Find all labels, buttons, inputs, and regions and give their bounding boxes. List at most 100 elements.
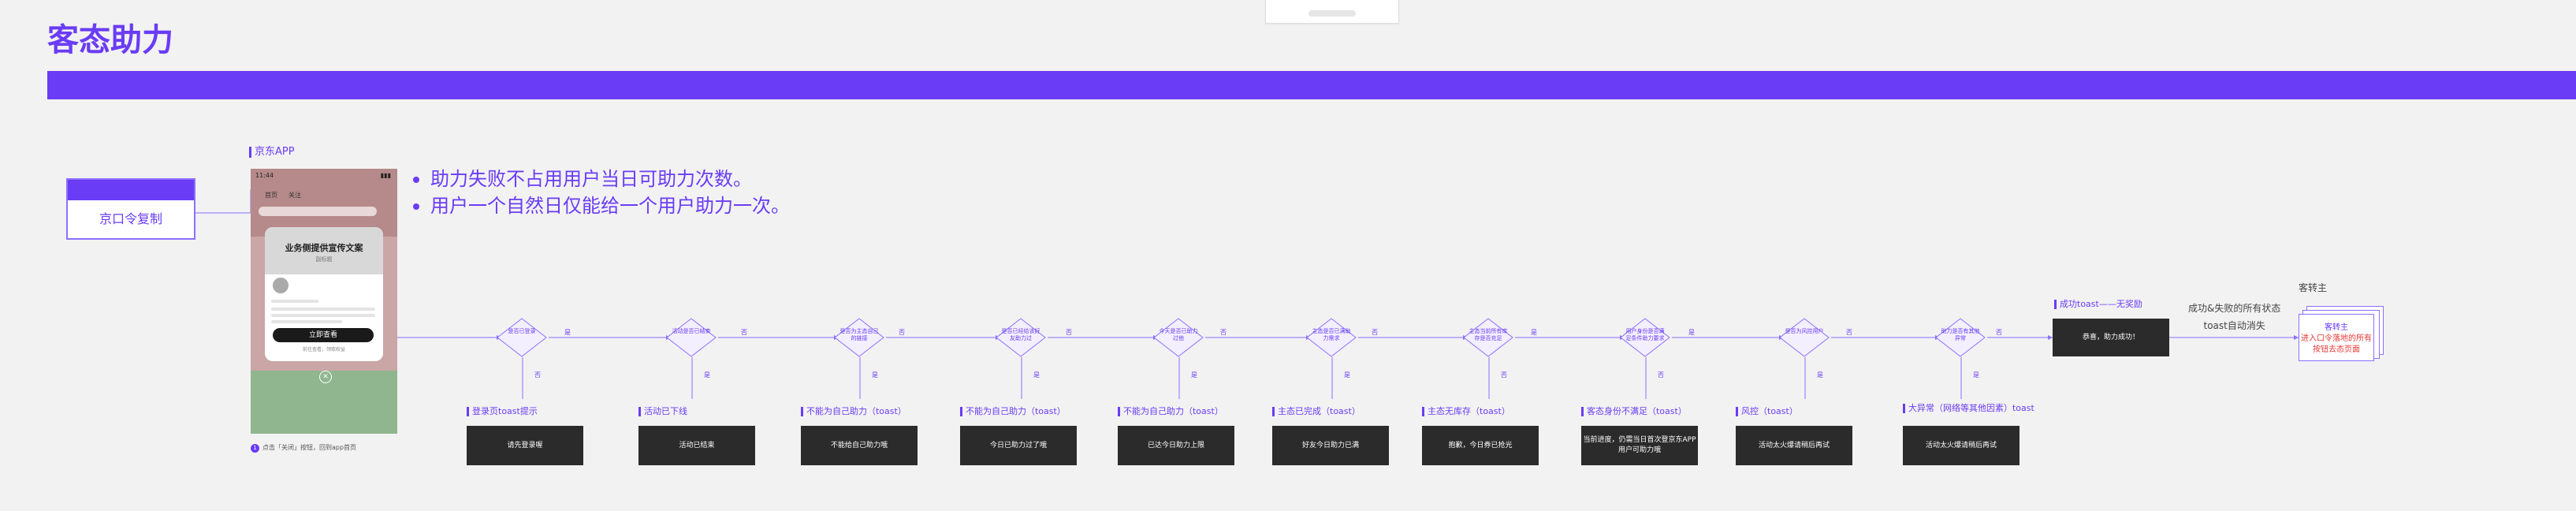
result-label: 不能为自己助力（toast） (801, 407, 906, 416)
result-label: 登录页toast提示 (467, 407, 538, 416)
no-branch-label: 是 (1344, 371, 1350, 379)
decision-node: 是否为主态自己的链接 (834, 318, 884, 357)
result-box: 请先登录喔 (467, 426, 583, 465)
modal-text-line (271, 320, 342, 323)
close-icon[interactable]: ✕ (319, 371, 332, 383)
top-thumbnail (1265, 0, 1399, 24)
decision-node: 是否已经给该好友助力过 (996, 318, 1046, 357)
rule-item: 助力失败不占用用户当日可助力次数。 (413, 166, 790, 192)
modal-footnote: 前往查看，领取权益 (302, 347, 345, 352)
yes-branch-label: 否 (741, 329, 747, 336)
no-branch-label: 是 (1033, 371, 1040, 379)
modal-text-line (271, 314, 375, 317)
decision-node: 今天是否已助力过他 (1153, 318, 1204, 357)
result-label: 不能为自己助力（toast） (1118, 407, 1223, 416)
modal-text-line (271, 308, 375, 311)
yes-branch-label: 否 (1846, 329, 1852, 336)
yes-branch-label: 否 (1066, 329, 1072, 336)
jump-target-card: 客转主 进入口令落地的所有按钮去态页面 (2299, 314, 2374, 361)
phone-header-area (251, 169, 397, 237)
promo-modal: 业务侧提供宣传文案 副标题 立即查看 前往查看，领取权益 (265, 227, 383, 361)
result-label: 不能为自己助力（toast） (960, 407, 1066, 416)
result-box: 活动太火爆请稍后再试 (1736, 426, 1852, 465)
result-box: 抱歉，今日券已抢光 (1422, 426, 1539, 465)
no-branch-label: 是 (1191, 371, 1197, 379)
modal-subtitle: 副标题 (315, 256, 333, 263)
decision-text: 主态是否已满助力需求 (1312, 328, 1351, 341)
battery-icon: ▮▮▮ (380, 172, 391, 179)
toast-note-line1: 成功&失败的所有状态 (2188, 303, 2281, 314)
success-box: 恭喜，助力成功！ (2053, 319, 2169, 356)
result-label: 主态无库存（toast） (1422, 407, 1510, 416)
note-text: 点击「关闭」按钮，回到app首页 (262, 444, 357, 451)
page-title: 客态助力 (47, 22, 173, 58)
phone-search-bar (259, 207, 377, 216)
yes-branch-label: 否 (899, 329, 905, 336)
decision-node: 是否为风控用户 (1779, 318, 1830, 357)
no-branch-label: 否 (1501, 371, 1507, 379)
result-box: 活动太火爆请稍后再试 (1903, 426, 2019, 465)
jump-card-desc: 进入口令落地的所有按钮去态页面 (2301, 334, 2372, 354)
result-box: 今日已助力过了哦 (960, 426, 1077, 465)
decision-text: 是否已经给该好友助力过 (1001, 328, 1040, 341)
no-branch-label: 是 (704, 371, 710, 379)
yes-branch-label: 否 (1996, 329, 2002, 336)
no-branch-label: 是 (872, 371, 878, 379)
decision-text: 用户身份是否满足条件助力要求 (1625, 328, 1665, 341)
result-box: 当前进度，仍需当日首次登京东APP用户可助力哦 (1581, 426, 1698, 465)
yes-branch-label: 是 (1688, 329, 1695, 336)
decision-node: 是否已登录 (497, 318, 547, 357)
modal-title: 业务侧提供宣传文案 (285, 243, 363, 253)
note-number-badge: 1 (251, 444, 259, 453)
jump-label: 客转主 (2299, 282, 2328, 293)
result-label: 风控（toast） (1736, 407, 1798, 416)
avatar (271, 276, 290, 295)
result-box: 好友今日助力已满 (1272, 426, 1389, 465)
yes-branch-label: 否 (1220, 329, 1227, 336)
no-branch-label: 是 (1973, 371, 1979, 379)
app-label: 京东APP (249, 147, 295, 158)
decision-node: 主态是否已满助力需求 (1306, 318, 1357, 357)
yes-branch-label: 是 (564, 329, 571, 336)
decision-text: 活动是否已结束 (672, 328, 711, 334)
decision-node: 主态当前所有库存是否充足 (1463, 318, 1513, 357)
phone-tab-home: 首页 (265, 192, 277, 199)
modal-text-line (271, 300, 318, 303)
command-node-label: 京口令复制 (99, 213, 162, 226)
view-now-button[interactable]: 立即查看 (273, 328, 374, 342)
decision-text: 今天是否已助力过他 (1159, 328, 1198, 341)
yes-branch-label: 是 (1531, 329, 1537, 336)
success-label: 成功toast——无奖励 (2054, 300, 2142, 309)
command-copy-node: 京口令复制 (66, 178, 195, 240)
decision-text: 是否已登录 (508, 328, 536, 334)
result-label: 主态已完成（toast） (1272, 407, 1361, 416)
result-box: 不能给自己助力哦 (801, 426, 918, 465)
toast-note: 成功&失败的所有状态 toast自动消失 (2188, 300, 2280, 334)
decision-text: 主态当前所有库存是否充足 (1469, 328, 1508, 341)
result-box: 已达今日助力上限 (1118, 426, 1234, 465)
decision-node: 用户身份是否满足条件助力要求 (1620, 318, 1670, 357)
phone-tab-follow: 关注 (288, 192, 301, 199)
decision-text: 助力是否有其他异常 (1941, 328, 1980, 341)
result-box: 活动已结束 (638, 426, 755, 465)
rules-list: 助力失败不占用用户当日可助力次数。 用户一个自然日仅能给一个用户助力一次。 (413, 166, 790, 219)
decision-text: 是否为主态自己的链接 (839, 328, 879, 341)
command-node-header (68, 180, 194, 200)
phone-status-time: 11:44 (255, 172, 274, 179)
no-branch-label: 是 (1817, 371, 1823, 379)
no-branch-label: 否 (534, 371, 541, 379)
decision-node: 助力是否有其他异常 (1935, 318, 1986, 357)
result-label: 活动已下线 (638, 407, 687, 416)
decision-text: 是否为风控用户 (1785, 328, 1824, 334)
decision-node: 活动是否已结束 (666, 318, 717, 357)
result-label: 大异常（网络等其他因素）toast (1903, 404, 2034, 413)
header-banner (47, 71, 2576, 99)
no-branch-label: 否 (1658, 371, 1664, 379)
yes-branch-label: 否 (1372, 329, 1378, 336)
toast-note-line2: toast自动消失 (2203, 320, 2265, 331)
result-label: 客态身份不满足（toast） (1581, 407, 1687, 416)
modal-banner-image (265, 227, 383, 274)
jump-card-title: 客转主 (2325, 323, 2348, 332)
